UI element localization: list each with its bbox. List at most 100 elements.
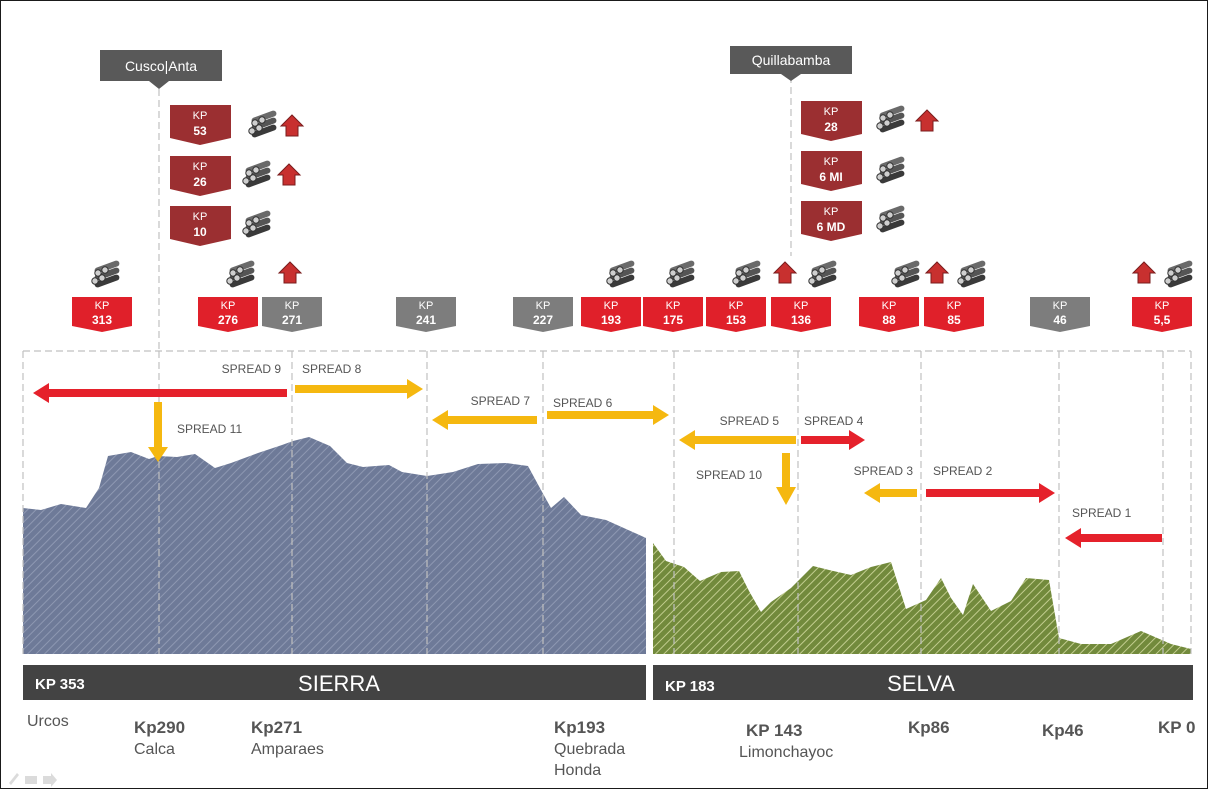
- pipe-stack-icon: [732, 259, 762, 289]
- location-kp: Kp46: [1042, 721, 1084, 740]
- kp-marker-label: KP: [604, 300, 619, 312]
- city-callout-quillabamba: Quillabamba: [730, 46, 852, 81]
- kp-marker: KP 153: [706, 297, 766, 332]
- kp-marker-stacked: KP 28: [801, 101, 862, 141]
- location-kp: KP 0: [1158, 718, 1196, 737]
- kp-marker-stacked: KP 6 MI: [801, 151, 862, 191]
- kp-marker-label: KP: [882, 300, 897, 312]
- kp-marker-label: KP: [794, 300, 809, 312]
- sierra-terrain-profile: [23, 437, 646, 654]
- band-kp-label: KP 353: [35, 676, 85, 693]
- up-arrow-icon: [277, 163, 301, 186]
- location-name-line2: Honda: [554, 762, 601, 779]
- kp-marker: KP 313: [72, 297, 132, 332]
- pipe-stack-icon: [1164, 259, 1194, 289]
- spread-label: SPREAD 3: [854, 464, 914, 478]
- next-arrow-icon[interactable]: [43, 773, 57, 787]
- pen-icon[interactable]: [9, 773, 19, 785]
- location-kp: Kp193: [554, 718, 605, 737]
- city-label: Cusco|Anta: [125, 58, 197, 74]
- pipe-stack-icon: [876, 155, 906, 185]
- spread-7: SPREAD 7: [432, 394, 537, 430]
- kp-marker-value: 85: [947, 313, 961, 327]
- location-kp: Kp271: [251, 718, 302, 737]
- kp-marker-label: KP: [221, 300, 236, 312]
- kp-marker: KP 88: [859, 297, 919, 332]
- band-title: SELVA: [887, 671, 955, 696]
- stacked-markers: KP 53 KP 26 KP 10 KP 28 KP 6 MI KP 6 MD: [170, 101, 862, 246]
- pipe-icons: [91, 104, 1194, 289]
- section-grid: [22, 76, 1192, 654]
- location-kp: Kp86: [908, 718, 950, 737]
- kp-marker-value: 276: [218, 313, 238, 327]
- up-arrow-icon: [280, 114, 304, 137]
- spread-label: SPREAD 7: [471, 394, 531, 408]
- location-kp: KP 143: [746, 721, 802, 740]
- pipe-stack-icon: [91, 259, 121, 289]
- selva-terrain-profile: [653, 543, 1191, 654]
- kp-markers-row: KP 313 KP 276 KP 271 KP 241 KP 227 KP 19…: [72, 297, 1192, 332]
- kp-marker-label: KP: [824, 206, 839, 218]
- kp-marker-value: 153: [726, 313, 746, 327]
- pipe-stack-icon: [242, 209, 272, 239]
- kp-marker-value: 6 MD: [817, 220, 846, 234]
- kp-marker: KP 136: [771, 297, 831, 332]
- spread-5: SPREAD 5: [679, 414, 796, 450]
- kp-marker-label: KP: [95, 300, 110, 312]
- kp-marker-label: KP: [285, 300, 300, 312]
- kp-marker-stacked: KP 10: [170, 206, 231, 246]
- spread-3: SPREAD 3: [854, 464, 917, 503]
- slide-toolbar[interactable]: [9, 773, 57, 787]
- kp-marker-stacked: KP 6 MD: [801, 201, 862, 241]
- kp-marker-value: 6 MI: [819, 170, 842, 184]
- spread-label: SPREAD 2: [933, 464, 993, 478]
- spread-label: SPREAD 5: [720, 414, 780, 428]
- spread-4: SPREAD 4: [801, 414, 865, 450]
- city-label: Quillabamba: [752, 52, 831, 68]
- location-name: Amparaes: [251, 741, 324, 758]
- up-arrow-icon: [278, 261, 302, 284]
- pipe-stack-icon: [248, 109, 278, 139]
- kp-marker-value: 28: [824, 120, 838, 134]
- spread-label: SPREAD 11: [177, 422, 242, 436]
- pipe-stack-icon: [876, 204, 906, 234]
- kp-marker-value: 227: [533, 313, 553, 327]
- kp-marker-label: KP: [419, 300, 434, 312]
- kp-marker-label: KP: [947, 300, 962, 312]
- kp-marker-value: 241: [416, 313, 436, 327]
- kp-marker-label: KP: [193, 161, 208, 173]
- up-arrow-icon: [915, 109, 939, 132]
- kp-marker-label: KP: [1155, 300, 1170, 312]
- spread-label: SPREAD 6: [553, 396, 613, 410]
- kp-marker-label: KP: [536, 300, 551, 312]
- menu-icon[interactable]: [25, 776, 37, 784]
- location-name: Calca: [134, 741, 175, 758]
- kp-marker: KP 276: [198, 297, 258, 332]
- kp-marker-label: KP: [729, 300, 744, 312]
- kp-marker: KP 46: [1030, 297, 1090, 332]
- kp-marker: KP 271: [262, 297, 322, 332]
- kp-marker: KP 175: [643, 297, 703, 332]
- location-name: Urcos: [27, 713, 69, 730]
- kp-marker-value: 10: [193, 225, 207, 239]
- kp-marker: KP 85: [924, 297, 984, 332]
- spread-9: SPREAD 9: [33, 362, 287, 403]
- kp-marker-value: 193: [601, 313, 621, 327]
- kp-marker-label: KP: [824, 106, 839, 118]
- kp-marker-stacked: KP 53: [170, 105, 231, 145]
- spread-6: SPREAD 6: [547, 396, 669, 425]
- spread-1: SPREAD 1: [1065, 506, 1162, 548]
- location-kp: Kp290: [134, 718, 185, 737]
- kp-marker-value: 271: [282, 313, 302, 327]
- spread-arrows: SPREAD 9 SPREAD 8 SPREAD 11 SPREAD 7 SPR…: [33, 362, 1162, 548]
- spread-label: SPREAD 10: [696, 468, 762, 482]
- kp-marker-label: KP: [1053, 300, 1068, 312]
- band-title: SIERRA: [298, 671, 380, 696]
- pipe-stack-icon: [957, 259, 987, 289]
- pipe-stack-icon: [606, 259, 636, 289]
- kp-marker: KP 5,5: [1132, 297, 1192, 332]
- location-name: Quebrada: [554, 741, 625, 758]
- kp-marker: KP 193: [581, 297, 641, 332]
- kp-marker-value: 5,5: [1154, 313, 1171, 327]
- spread-label: SPREAD 4: [804, 414, 864, 428]
